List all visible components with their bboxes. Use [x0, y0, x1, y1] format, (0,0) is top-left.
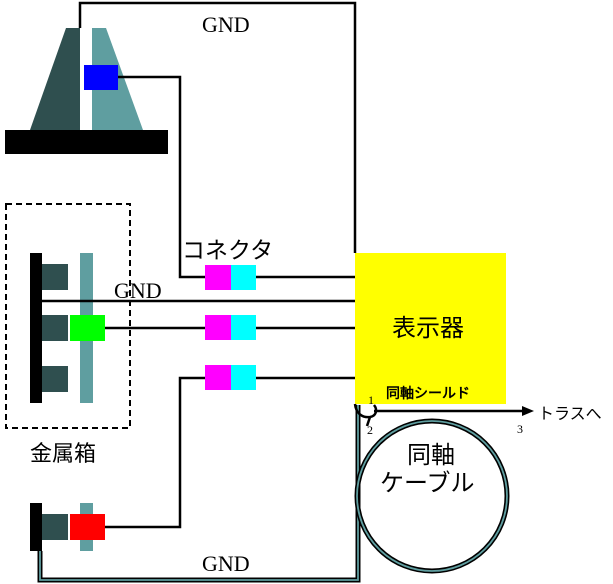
mid-sensor-green [70, 315, 105, 341]
gnd-bottom-wire [37, 405, 361, 583]
connectors [205, 265, 256, 390]
mid-device-upper-block [42, 264, 68, 290]
bottom-device [30, 503, 105, 551]
coax-cable-inner [356, 420, 508, 572]
connector-1-left [205, 265, 231, 290]
mid-device-lower-block [42, 366, 68, 392]
coax-cable-label-line2: ケーブル [380, 469, 475, 497]
bottom-signal-wire [105, 376, 205, 529]
gnd-bottom-wire-inner [39, 405, 359, 581]
connector-3-right [231, 365, 256, 390]
top-sensor-blue [84, 65, 118, 90]
truss-arrow-head [522, 406, 534, 416]
gnd-top-wire [78, 1, 357, 253]
top-device [5, 28, 168, 154]
bottom-device-block [42, 514, 68, 540]
gnd-bottom-wire-outer [37, 405, 361, 583]
connector-3-left [205, 365, 231, 390]
display-box [355, 253, 506, 404]
connector-label: コネクタ [182, 238, 273, 264]
gnd-top-label: GND [202, 12, 250, 37]
top-device-base [5, 130, 168, 154]
node-2-label: 2 [367, 423, 373, 437]
bottom-device-base [30, 503, 42, 551]
mid-device-base [30, 253, 42, 403]
coax-shield-down [365, 416, 372, 427]
node-1-label: 1 [368, 393, 374, 407]
node-3-label: 3 [517, 422, 523, 436]
top-signal-wire [118, 75, 205, 279]
gnd-bottom-label: GND [202, 551, 250, 576]
top-device-left-half [30, 28, 80, 130]
metal-box [5, 203, 131, 429]
metal-box-label: 金属箱 [30, 442, 96, 467]
bottom-sensor-red [70, 514, 105, 540]
display-label: 表示器 [392, 314, 464, 342]
coax-cable-loop [354, 418, 510, 574]
metal-box-outline [5, 203, 131, 429]
mid-device-middle-block [42, 315, 68, 341]
connector-2-left [205, 315, 231, 340]
wires [42, 1, 522, 529]
gnd-mid-label: GND [114, 278, 162, 303]
connector-2-right [231, 315, 256, 340]
connector-1-right [231, 265, 256, 290]
to-truss-label: トラスへ [538, 404, 602, 423]
coax-shield-label: 同軸シールド [386, 385, 470, 402]
coax-cable-label-line1: 同軸 [407, 441, 455, 469]
